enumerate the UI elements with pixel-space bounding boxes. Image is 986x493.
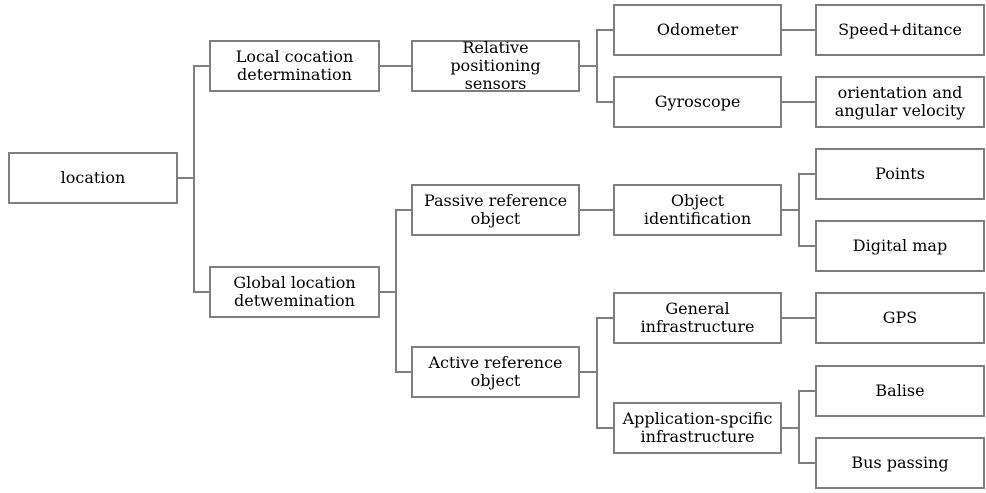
node-object-identification: Object identification	[613, 184, 782, 236]
node-digital-map: Digital map	[815, 220, 985, 272]
connector-location-global	[193, 178, 209, 293]
node-application-specific-infrastructure: Application-spcific infrastructure	[613, 402, 782, 454]
connector-location-local	[178, 65, 209, 179]
node-speed-distance: Speed+ditance	[815, 4, 985, 56]
node-balise: Balise	[815, 365, 985, 417]
connector-global-passive	[380, 209, 411, 293]
node-global-location-determination: Global location detwemination	[209, 266, 380, 318]
node-active-reference-object: Active reference object	[411, 346, 580, 398]
node-gps: GPS	[815, 292, 985, 344]
connector-active-appspec	[596, 372, 613, 429]
node-relative-positioning-sensors: Relative positioning sensors	[411, 39, 580, 93]
node-bus-passing: Bus passing	[815, 437, 985, 489]
node-general-infrastructure: General infrastructure	[613, 292, 782, 344]
connector-appspec-balise	[782, 390, 815, 429]
node-points: Points	[815, 148, 985, 200]
connector-objid-points	[782, 173, 815, 211]
node-odometer: Odometer	[613, 4, 782, 56]
node-passive-reference-object: Passive reference object	[411, 184, 580, 236]
node-gyroscope: Gyroscope	[613, 76, 782, 128]
connector-relative-odometer	[580, 29, 613, 67]
connector-global-active	[395, 292, 411, 373]
node-local-location-determination: Local cocation determination	[209, 40, 380, 92]
connector-relative-gyroscope	[596, 66, 613, 103]
node-location: location	[8, 152, 178, 204]
connector-appspec-bus	[798, 428, 815, 464]
node-orientation-angular-velocity: orientation and angular velocity	[815, 76, 985, 128]
connector-active-general	[580, 317, 613, 373]
connector-objid-digitalmap	[798, 210, 815, 247]
